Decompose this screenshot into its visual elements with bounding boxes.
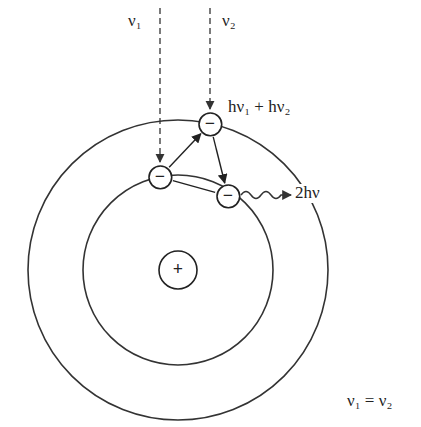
photon-arrow (159, 8, 160, 162)
frequency-label: ν₂ (220, 12, 238, 31)
nucleus: + (158, 250, 198, 290)
charge-sign: − (155, 167, 165, 185)
emitted-photon-wave (241, 192, 291, 199)
condition-label: ν₁ = ν₂ (345, 392, 394, 411)
frequency-label: ν₁ (126, 12, 144, 31)
electron: − (216, 184, 241, 209)
inner-orbit (83, 175, 273, 365)
transition-line (169, 134, 201, 168)
electron: − (198, 112, 223, 137)
electron: − (148, 165, 173, 190)
outer-orbit (28, 120, 328, 420)
emission-label: 2hν (293, 184, 322, 203)
charge-sign: − (223, 186, 233, 204)
charge-sign: + (173, 260, 183, 278)
transition-line (213, 137, 225, 183)
charge-sign: − (205, 114, 215, 132)
photon-arrow (209, 8, 210, 109)
transition-line (173, 181, 215, 193)
energy-label: hν₁ + hν₂ (226, 98, 292, 117)
